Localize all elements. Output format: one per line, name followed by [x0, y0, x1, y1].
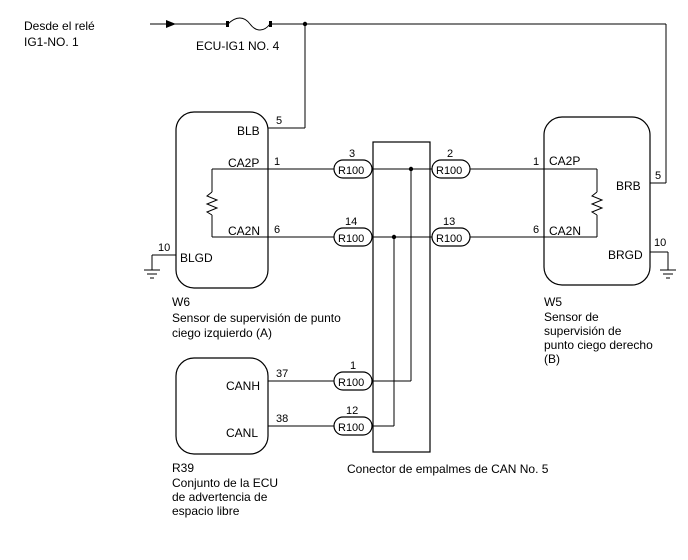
w5-pin-ca2n: 6: [533, 224, 539, 236]
w5-name-line3: punto ciego derecho: [544, 338, 653, 352]
w5-ground: [650, 251, 676, 279]
connector-label-left-canl: R100: [338, 422, 364, 434]
w5-terminal-ca2n: CA2N: [549, 224, 581, 238]
r39-name-line2: de advertencia de: [172, 490, 268, 504]
r39-box: [175, 357, 269, 455]
w6-ground: [144, 254, 176, 279]
w5-pin-brgd: 10: [654, 237, 666, 249]
w5-name-line2: supervisión de: [544, 324, 622, 338]
connector-label-right-top: R100: [436, 165, 462, 177]
connector-label-left-mid: R100: [338, 233, 364, 245]
splice-dot-top: [408, 166, 414, 172]
w6-pin-blgd: 10: [158, 242, 170, 254]
power-feed: [150, 17, 667, 184]
junction-pin-left-top: 3: [349, 148, 355, 160]
w6-box: [175, 111, 269, 289]
r39-pin-canh: 37: [276, 368, 288, 380]
w5-pin-ca2p: 1: [533, 156, 539, 168]
r39-name-line3: espacio libre: [172, 504, 240, 518]
junction-pin-right-mid: 13: [443, 216, 455, 228]
junction-label: Conector de empalmes de CAN No. 5: [347, 462, 549, 476]
r39-terminal-canl: CANL: [226, 426, 258, 440]
ground-icon: [660, 269, 676, 279]
connector-label-left-canh: R100: [338, 377, 364, 389]
fuse-label: ECU-IG1 NO. 4: [196, 39, 280, 53]
w5-box: [543, 116, 651, 286]
connector-label-right-mid: R100: [436, 233, 462, 245]
w6-terminal-blb: BLB: [237, 124, 260, 138]
connector-pill-left-mid: [333, 227, 373, 247]
w5-terminal-brgd: BRGD: [608, 248, 643, 262]
w5-code: W5: [544, 295, 562, 309]
w6-terminal-blgd: BLGD: [180, 251, 213, 265]
junction-pin-left-canh: 1: [350, 360, 356, 372]
junction-internal-buses: [372, 166, 434, 427]
w6-pin-ca2p: 1: [274, 156, 280, 168]
w5-pin-brb: 5: [655, 170, 661, 182]
w6-pin-ca2n: 6: [274, 224, 280, 236]
junction-pin-left-mid: 14: [345, 216, 357, 228]
w6-resistor: [205, 168, 268, 238]
w6-name-line1: Sensor de supervisión de punto: [172, 311, 341, 325]
junction-pin-left-canl: 12: [346, 405, 358, 417]
connector-label-left-top: R100: [338, 165, 364, 177]
source-label-line2: IG1-NO. 1: [24, 35, 79, 49]
junction-connector-box: [372, 141, 431, 453]
w5-name-line4: (B): [544, 352, 560, 366]
w5-resistor: [544, 168, 604, 238]
w6-pin-blb: 5: [276, 115, 282, 127]
w6-terminal-ca2p: CA2P: [228, 156, 259, 170]
ground-icon: [144, 269, 160, 279]
resistor-icon: [205, 191, 219, 216]
w6-code: W6: [172, 295, 190, 309]
fuse-end-right: [269, 21, 272, 27]
r39-code: R39: [172, 461, 194, 475]
resistor-icon: [590, 191, 604, 216]
r39-terminal-canh: CANH: [226, 379, 260, 393]
splice-dot-mid: [391, 234, 397, 240]
r39-pin-canl: 38: [276, 413, 288, 425]
r39-name-line1: Conjunto de la ECU: [172, 476, 278, 490]
w5-terminal-ca2p: CA2P: [549, 154, 580, 168]
arrow-icon: [166, 20, 176, 28]
w5-name-line1: Sensor de: [544, 310, 599, 324]
w5-terminal-brb: BRB: [616, 179, 641, 193]
junction-pin-right-top: 2: [447, 148, 453, 160]
w6-name-line2: ciego izquierdo (A): [172, 326, 272, 340]
w6-terminal-ca2n: CA2N: [228, 224, 260, 238]
source-label-line1: Desde el relé: [24, 19, 95, 33]
fuse-end-left: [226, 21, 229, 27]
fuse-icon: [227, 17, 271, 31]
connector-pill-left-top: [333, 159, 373, 179]
